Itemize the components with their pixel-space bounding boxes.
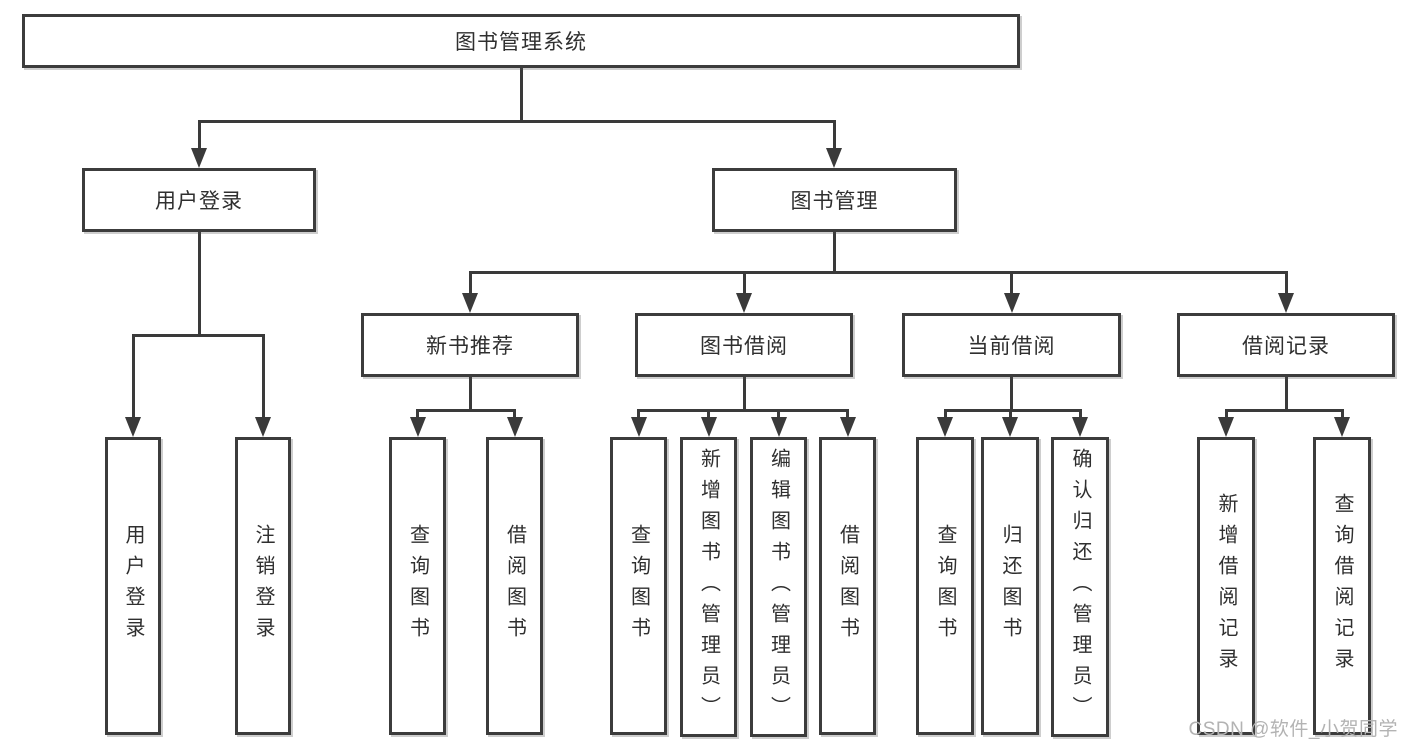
connector-line	[519, 68, 523, 122]
leaf-borrow-books: 借阅图书	[819, 437, 876, 735]
node-label: 新书推荐	[426, 335, 514, 358]
connector-line	[131, 333, 265, 337]
connector-line	[637, 408, 849, 412]
node-label: 图书借阅	[700, 335, 788, 358]
connector-line	[416, 408, 516, 412]
connector-line	[1078, 409, 1082, 420]
node-label: 当前借阅	[967, 335, 1056, 358]
connector-line	[1008, 409, 1012, 420]
node-library-management-system: 图书管理系统	[22, 14, 1020, 68]
node-label: 确认归还（管理员）	[1069, 447, 1091, 727]
node-book-borrowing: 图书借阅	[635, 313, 853, 377]
node-label: 查询图书	[406, 524, 429, 648]
connector-line	[468, 271, 472, 296]
leaf-query-books-current: 查询图书	[916, 437, 974, 735]
leaf-user-login: 用户登录	[105, 437, 161, 735]
leaf-add-books-admin: 新增图书（管理员）	[680, 437, 737, 737]
leaf-add-borrow-record: 新增借阅记录	[1197, 437, 1255, 735]
connector-line	[1224, 408, 1344, 412]
leaf-query-books-recommend: 查询图书	[389, 437, 446, 735]
connector-line	[1284, 271, 1288, 296]
leaf-confirm-return-admin: 确认归还（管理员）	[1051, 437, 1109, 737]
node-label: 借阅图书	[836, 524, 859, 648]
connector-line	[777, 409, 780, 420]
leaf-logout: 注销登录	[235, 437, 291, 735]
arrow-down-icon	[1334, 417, 1350, 437]
connector-line	[416, 409, 419, 420]
node-label: 查询图书	[627, 524, 650, 648]
node-book-management: 图书管理	[712, 168, 957, 232]
node-new-book-recommendation: 新书推荐	[361, 313, 579, 377]
connector-line	[1284, 377, 1288, 412]
arrow-down-icon	[125, 417, 141, 437]
node-borrowing-records: 借阅记录	[1177, 313, 1395, 377]
arrow-down-icon	[191, 148, 207, 168]
node-label: 查询借阅记录	[1331, 493, 1353, 679]
arrow-down-icon	[700, 417, 717, 437]
arrow-down-icon	[506, 417, 523, 437]
arrow-down-icon	[1003, 293, 1020, 313]
node-label: 注销登录	[252, 524, 274, 648]
arrow-down-icon	[937, 417, 953, 437]
connector-line	[832, 120, 836, 150]
node-label: 借阅图书	[503, 524, 526, 648]
arrow-down-icon	[409, 417, 426, 437]
arrow-down-icon	[839, 417, 856, 437]
node-label: 用户登录	[122, 524, 144, 648]
node-label: 编辑图书（管理员）	[767, 447, 790, 727]
arrow-down-icon	[1002, 417, 1018, 437]
leaf-edit-books-admin: 编辑图书（管理员）	[750, 437, 807, 737]
arrow-down-icon	[826, 148, 842, 168]
connector-line	[742, 271, 746, 296]
arrow-down-icon	[1072, 417, 1088, 437]
connector-line	[1010, 271, 1013, 296]
csdn-watermark: CSDN @软件_小贺同学	[1188, 719, 1398, 740]
node-current-borrowing: 当前借阅	[902, 313, 1121, 377]
leaf-query-borrow-record: 查询借阅记录	[1313, 437, 1371, 735]
connector-line	[707, 409, 710, 420]
connector-line	[742, 377, 746, 412]
leaf-query-books-borrow: 查询图书	[610, 437, 667, 735]
arrow-down-icon	[1278, 293, 1294, 313]
connector-line	[1224, 409, 1228, 420]
node-label: 查询图书	[934, 524, 956, 648]
connector-line	[637, 409, 640, 420]
connector-line	[1010, 377, 1013, 412]
node-label: 用户登录	[155, 190, 243, 213]
connector-line	[832, 232, 836, 273]
node-label: 归还图书	[999, 524, 1021, 648]
connector-line	[943, 408, 1082, 412]
connector-line	[197, 232, 201, 336]
arrow-down-icon	[736, 293, 752, 313]
connector-line	[131, 334, 135, 419]
node-label: 新增借阅记录	[1215, 493, 1237, 679]
connector-line	[943, 409, 947, 420]
connector-line	[197, 119, 836, 123]
node-label: 图书管理系统	[455, 31, 587, 54]
connector-line	[1340, 409, 1344, 420]
arrow-down-icon	[462, 293, 478, 313]
connector-line	[197, 120, 201, 150]
arrow-down-icon	[770, 417, 787, 437]
leaf-borrow-books-recommend: 借阅图书	[486, 437, 543, 735]
node-label: 图书管理	[790, 190, 879, 213]
connector-line	[468, 377, 472, 412]
connector-line	[846, 409, 849, 420]
connector-line	[513, 409, 516, 420]
arrow-down-icon	[1218, 417, 1234, 437]
arrow-down-icon	[255, 417, 271, 437]
leaf-return-books: 归还图书	[981, 437, 1039, 735]
connector-line	[468, 270, 1288, 274]
node-label: 新增图书（管理员）	[697, 447, 720, 727]
node-label: 借阅记录	[1242, 335, 1330, 358]
connector-line	[261, 334, 265, 419]
node-user-login: 用户登录	[82, 168, 316, 232]
arrow-down-icon	[630, 417, 647, 437]
